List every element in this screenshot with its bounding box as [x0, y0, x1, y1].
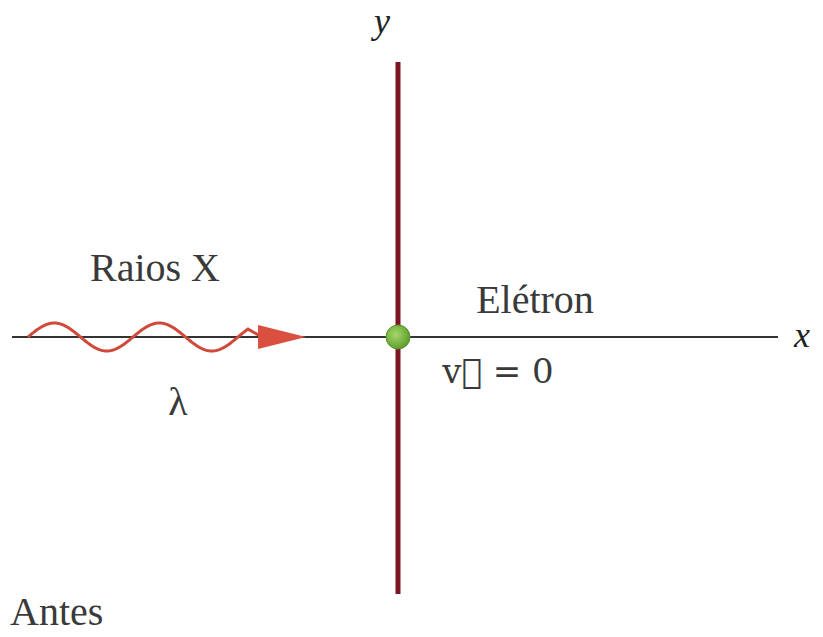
axis-label: x: [794, 316, 810, 356]
stage-label: Antes: [10, 590, 103, 634]
xray-arrowhead: [258, 325, 306, 349]
particle-label: Elétron: [476, 278, 594, 322]
xray-wave: [28, 323, 262, 351]
velocity-label: v⃗ = 0: [442, 353, 553, 390]
axis-label: y: [374, 2, 390, 42]
wave-label: Raios X: [90, 246, 220, 290]
wavelength-label: λ: [168, 380, 187, 424]
electron-dot: [386, 325, 410, 349]
